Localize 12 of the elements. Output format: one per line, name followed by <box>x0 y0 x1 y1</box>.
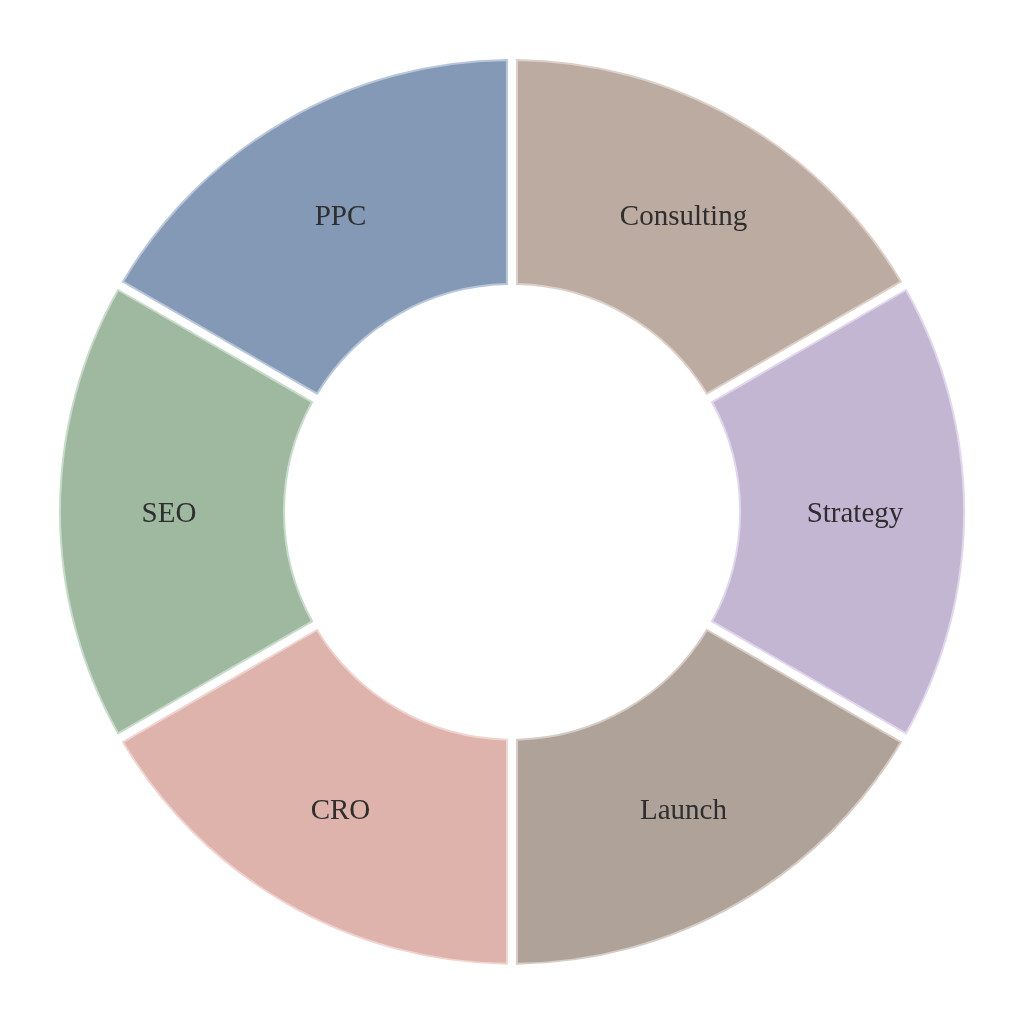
donut-segment <box>711 290 964 734</box>
segment-label: CRO <box>310 792 371 826</box>
donut-segment <box>517 60 901 394</box>
segment-label: SEO <box>141 495 197 529</box>
segment-label: Consulting <box>619 198 748 232</box>
donut-segment <box>123 60 507 394</box>
segment-label: Strategy <box>806 495 904 529</box>
donut-segment <box>123 630 507 964</box>
segment-label: PPC <box>314 198 367 232</box>
segment-label: Launch <box>640 792 727 826</box>
donut-segment <box>517 630 901 964</box>
donut-segment <box>60 290 313 734</box>
